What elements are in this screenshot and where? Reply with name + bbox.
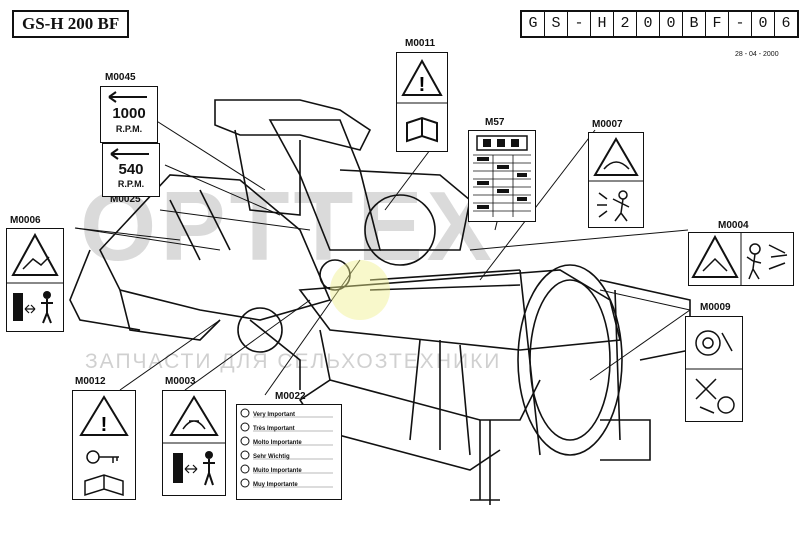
code-char: 2 xyxy=(613,12,636,36)
language-flags-icon xyxy=(240,408,333,488)
m0022-line: Sehr Wichtig xyxy=(253,454,290,460)
stop-engine-icon xyxy=(695,378,735,414)
warning-icon: ! xyxy=(397,58,447,143)
watermark-subtitle: ЗАПЧАСТИ ДЛЯ СЕЛЬХОЗТЕХНИКИ xyxy=(85,350,502,373)
sticker-m0025: 540 R.P.M. xyxy=(102,143,160,197)
label-m0006: M0006 xyxy=(10,215,41,226)
machine-icon xyxy=(13,293,23,321)
label-m0022: M0022 xyxy=(275,391,306,402)
warning-icon xyxy=(11,232,59,276)
warning-icon xyxy=(691,234,739,278)
m0022-line: Très Important xyxy=(253,426,295,432)
sticker-m0022: Very Important Très Important Molto Impo… xyxy=(236,404,342,500)
label-m0003: M0003 xyxy=(165,376,196,387)
code-char: H xyxy=(590,12,613,36)
code-char: 0 xyxy=(751,12,774,36)
distance-icon xyxy=(24,304,36,314)
diagram-title: GS-H 200 BF xyxy=(12,10,130,38)
manual-icon xyxy=(84,474,124,497)
rpm-540-unit: R.P.M. xyxy=(117,179,145,189)
label-m0011: M0011 xyxy=(405,38,436,49)
code-char: F xyxy=(705,12,728,36)
code-char: 0 xyxy=(636,12,659,36)
label-m0012: M0012 xyxy=(75,376,106,387)
sticker-m0045: 1000 R.P.M. xyxy=(100,86,158,143)
rotating-parts-icon xyxy=(746,243,788,280)
warning-icon xyxy=(169,395,219,436)
ignition-key-icon xyxy=(86,450,119,464)
drawing-date: 28 - 04 - 2000 xyxy=(735,51,779,58)
sticker-m0011: ! xyxy=(396,52,448,152)
code-char: 6 xyxy=(774,12,797,36)
sticker-m0003 xyxy=(162,390,226,496)
rpm-540-value: 540 xyxy=(118,161,144,178)
code-char: - xyxy=(728,12,751,36)
label-m0007: M0007 xyxy=(592,119,623,130)
code-char: S xyxy=(544,12,567,36)
m0022-line: Molto Importante xyxy=(253,440,302,446)
m0022-line: Muy Importante xyxy=(253,482,298,488)
sticker-m0012: ! xyxy=(72,390,136,500)
label-m0025: M0025 xyxy=(110,194,141,205)
rpm-1000-unit: R.P.M. xyxy=(115,124,143,134)
thrown-objects-icon xyxy=(597,190,630,222)
person-icon xyxy=(43,291,51,299)
lubrication-table-icon xyxy=(473,135,531,217)
svg-text:!: ! xyxy=(419,74,426,96)
label-m0009: M0009 xyxy=(700,302,731,313)
sticker-m0006 xyxy=(6,228,64,332)
svg-text:!: ! xyxy=(101,414,108,436)
entanglement-icon xyxy=(695,330,733,356)
code-char: - xyxy=(567,12,590,36)
code-char: 0 xyxy=(659,12,682,36)
m0022-line: Very Important xyxy=(253,412,296,418)
code-char: G xyxy=(528,15,538,32)
arrow-left-icon xyxy=(108,91,147,103)
rpm-1000-value: 1000 xyxy=(112,105,146,122)
m0022-line: Muito Importante xyxy=(253,468,302,474)
sticker-m0004 xyxy=(688,232,794,286)
distance-icon xyxy=(184,464,198,474)
sticker-m0009 xyxy=(685,316,743,422)
label-m0045: M0045 xyxy=(105,72,136,83)
label-m57: M57 xyxy=(485,117,505,128)
sticker-m0007 xyxy=(588,132,644,228)
machine-icon xyxy=(173,453,183,483)
warning-icon xyxy=(79,395,129,436)
code-char: B xyxy=(682,12,705,36)
arrow-left-icon xyxy=(110,148,149,160)
sticker-m57 xyxy=(468,130,536,222)
warning-icon xyxy=(593,137,639,176)
drawing-code: G S - H 2 0 0 B F - 0 6 xyxy=(520,10,799,38)
person-icon xyxy=(205,451,213,459)
label-m0004: M0004 xyxy=(718,220,749,231)
